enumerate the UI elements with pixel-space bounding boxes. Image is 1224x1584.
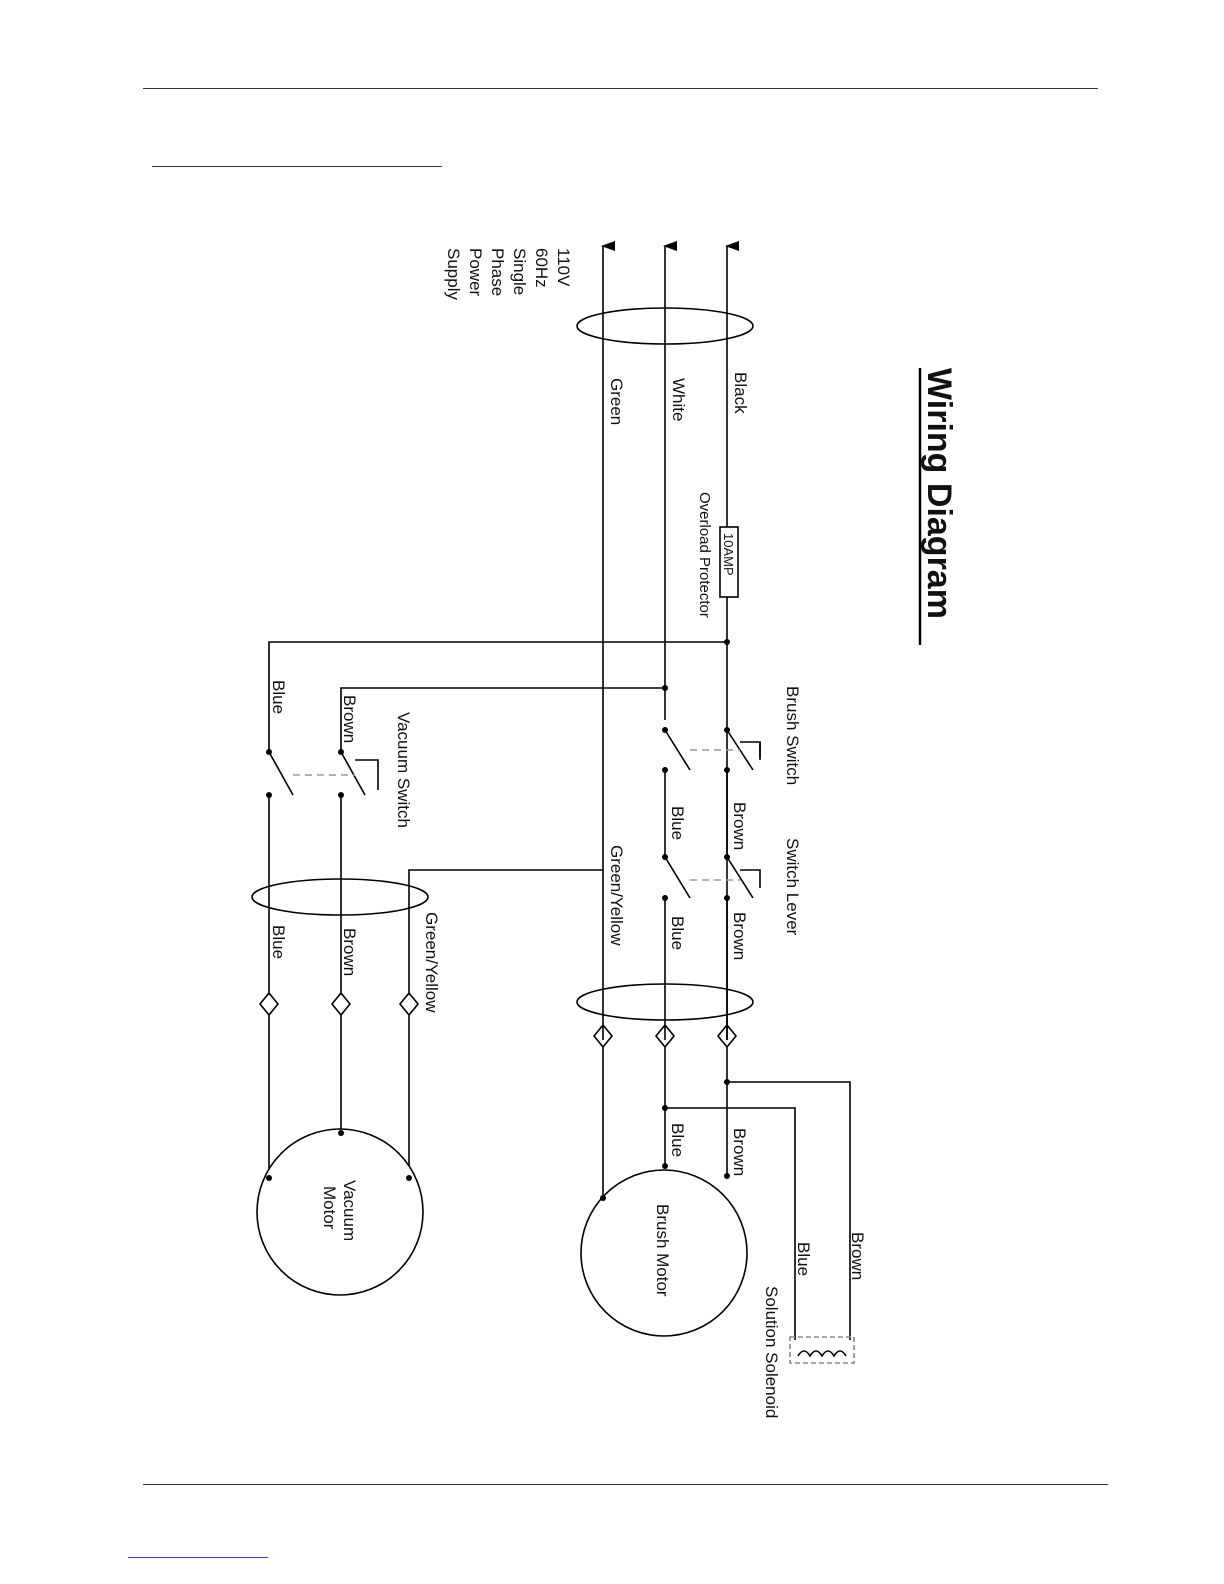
label-green-yellow-2: Green/Yellow: [422, 912, 441, 1013]
label-blue-vac-1: Blue: [269, 680, 288, 714]
label-switch-lever: Switch Lever: [783, 838, 802, 936]
solenoid-housing: [790, 1337, 854, 1363]
label-overload-protector: Overload Protector: [696, 492, 713, 618]
label-blue-1: Blue: [668, 806, 687, 840]
label-vacuum-switch: Vacuum Switch: [394, 712, 413, 828]
svg-text:Single: Single: [510, 248, 529, 295]
label-green: Green: [607, 378, 626, 425]
svg-text:60Hz: 60Hz: [532, 248, 551, 288]
label-brown-vac-2: Brown: [340, 928, 359, 976]
label-brush-switch: Brush Switch: [783, 686, 802, 785]
brown-feed-wire: [341, 688, 665, 752]
label-white: White: [669, 378, 688, 421]
vacuum-connectors: [260, 993, 418, 1015]
label-black: Black: [731, 372, 750, 414]
label-overload-rating: 10AMP: [721, 533, 736, 576]
label-green-yellow-1: Green/Yellow: [607, 845, 626, 946]
svg-text:Power: Power: [466, 248, 485, 297]
diagram-title: Wiring Diagram: [920, 368, 958, 619]
label-blue-motor: Blue: [668, 1123, 687, 1157]
label-blue-solenoid: Blue: [794, 1242, 813, 1276]
switch-lever-actuator: [740, 870, 760, 888]
label-vacuum-motor-2: Motor: [320, 1186, 339, 1230]
svg-text:Phase: Phase: [488, 248, 507, 296]
solenoid-brown-wire: [727, 1082, 850, 1340]
label-brown-motor: Brown: [730, 1128, 749, 1176]
junction-dots: [266, 639, 730, 1201]
vacuum-motor: [257, 1129, 423, 1295]
label-brown-1: Brown: [730, 802, 749, 850]
vacuum-switch-actuator: [355, 760, 378, 790]
vacuum-cable-bundle: [252, 879, 428, 915]
svg-text:110V: 110V: [554, 248, 573, 287]
power-supply-label: 110V 60Hz Single Phase Power Supply: [444, 248, 573, 300]
label-brush-motor: Brush Motor: [653, 1204, 672, 1297]
label-brown-2: Brown: [730, 912, 749, 960]
label-brown-vac-1: Brown: [340, 695, 359, 743]
label-vacuum-motor-1: Vacuum: [340, 1180, 359, 1241]
label-brown-solenoid: Brown: [848, 1232, 867, 1280]
label-solution-solenoid: Solution Solenoid: [762, 1286, 781, 1418]
label-blue-vac-2: Blue: [269, 925, 288, 959]
solenoid-coil: [798, 1351, 846, 1356]
label-blue-2: Blue: [668, 916, 687, 950]
svg-text:Supply: Supply: [444, 248, 463, 300]
blue-feed-wire: [269, 642, 727, 752]
